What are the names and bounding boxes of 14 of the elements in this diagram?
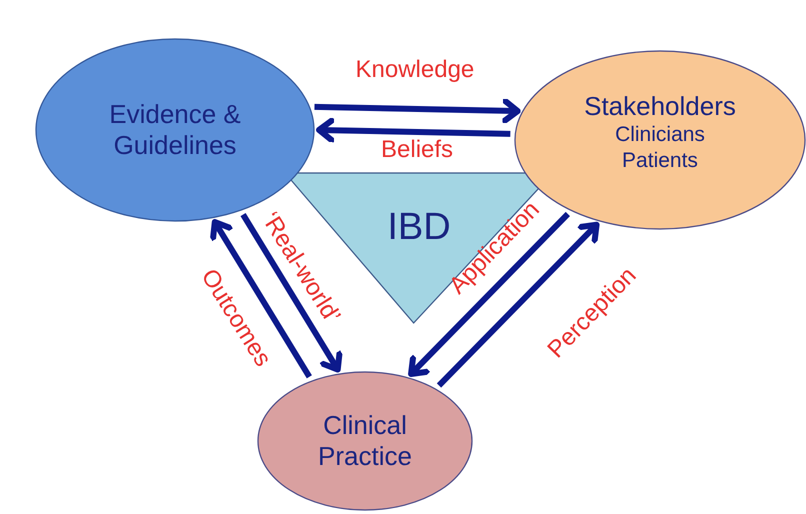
arrow <box>314 98 521 124</box>
edge-label: Beliefs <box>381 136 454 164</box>
arrow <box>210 219 312 378</box>
arrow <box>436 222 600 388</box>
arrow <box>408 212 570 377</box>
node-text: Patients <box>622 148 698 173</box>
node-title: Evidence & Guidelines <box>108 98 242 162</box>
arrow <box>316 117 510 144</box>
arrow <box>240 213 342 373</box>
edge-label: Knowledge <box>356 56 474 84</box>
node-title: IBD <box>387 205 451 250</box>
node-text: Clinicians <box>615 122 705 148</box>
node-title: Clinical Practice <box>317 410 413 472</box>
node-title: Stakeholders <box>584 91 736 122</box>
